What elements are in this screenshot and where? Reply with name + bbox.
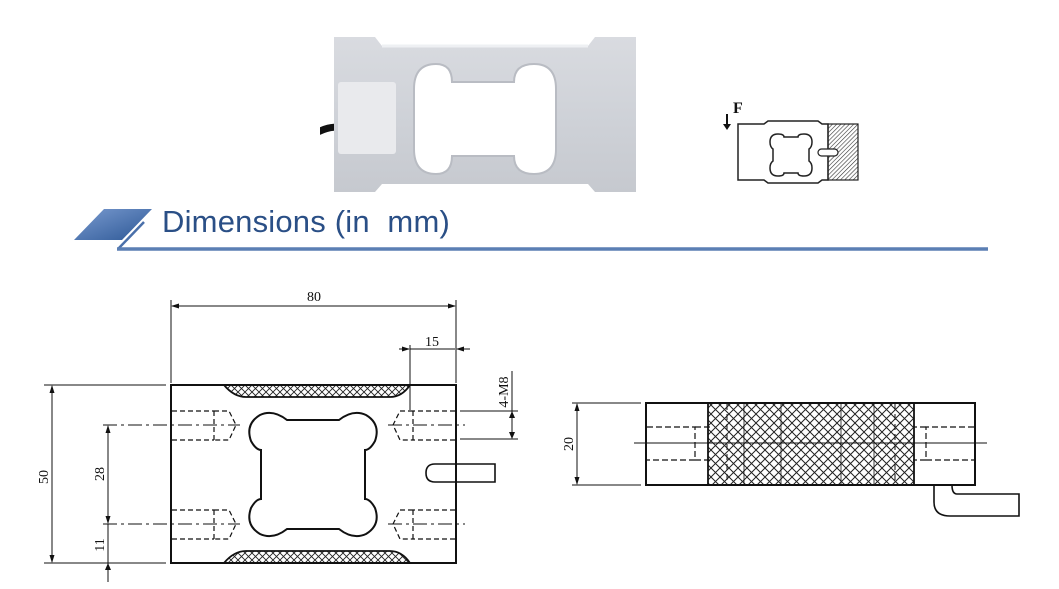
dim-thickness-label: 20 [562, 437, 577, 451]
parallelogram-accent-icon [74, 209, 152, 240]
product-photo [316, 34, 650, 194]
top-view-drawing: 80 15 4-M8 50 28 11 [0, 280, 540, 585]
down-arrow-icon [723, 114, 731, 130]
svg-text:F: F [733, 100, 743, 117]
section-header [60, 196, 1000, 258]
dim-length-label: 80 [307, 290, 321, 305]
dim-thread-label: 4-M8 [497, 376, 512, 407]
side-view-drawing: 20 [560, 390, 1040, 530]
dim-hole-spacing-label: 28 [93, 467, 108, 481]
section-title: Dimensions (in mm) [162, 204, 451, 239]
dim-hole-offset-label: 15 [425, 335, 439, 350]
dim-height-label: 50 [37, 470, 52, 484]
dim-edge-offset-label: 11 [93, 538, 108, 551]
load-schematic: F [718, 94, 868, 186]
